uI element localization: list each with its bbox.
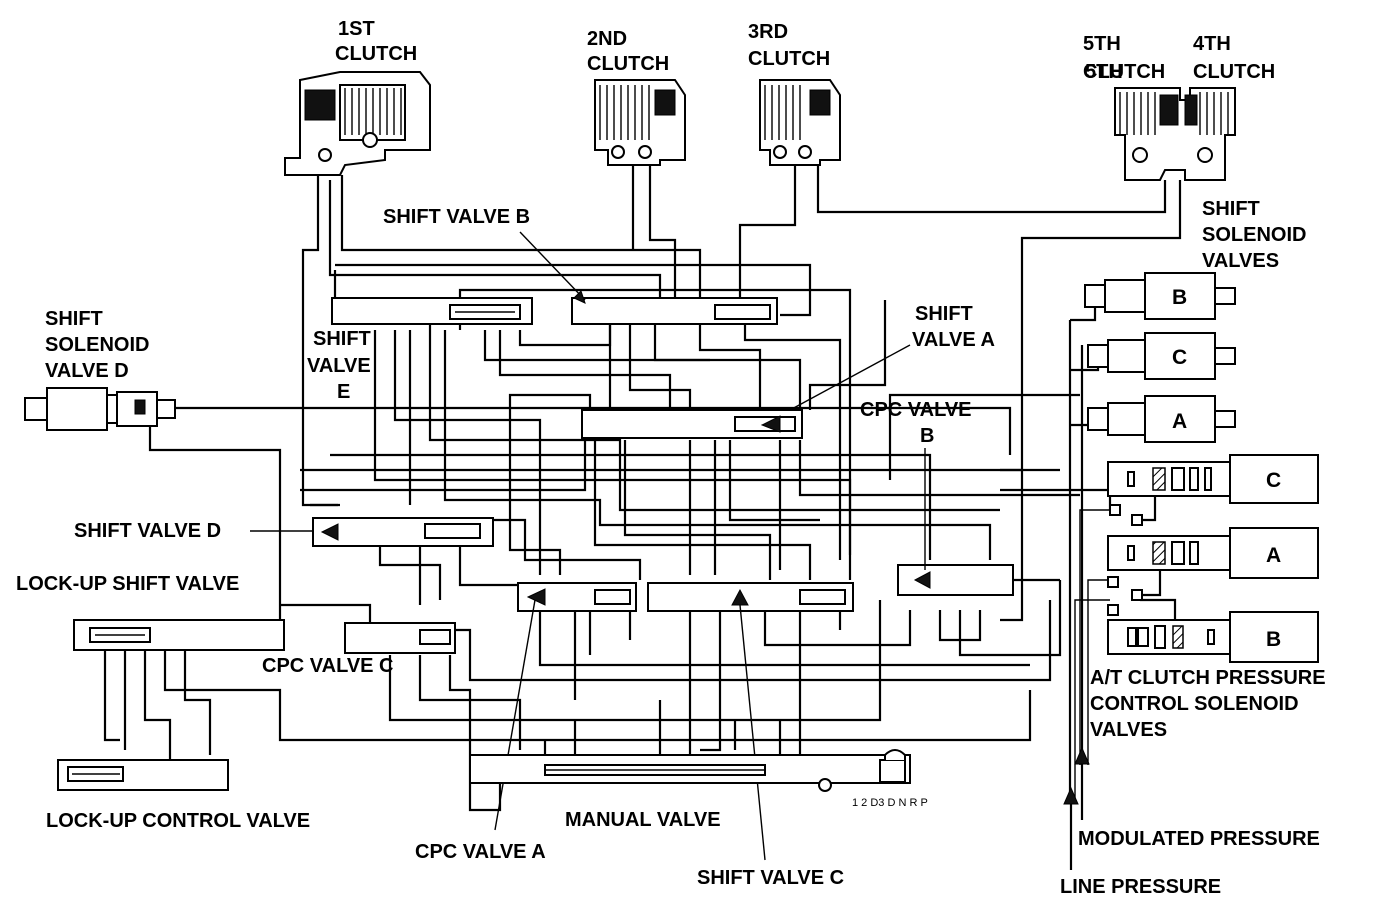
solenoid-b-letter: B: [1172, 286, 1187, 309]
cpc-valve-a: CPC VALVE A: [415, 582, 637, 863]
shift-solenoid-valves-label: SHIFT SOLENOID VALVES: [1202, 198, 1312, 272]
hydraulic-lines: [103, 165, 1182, 812]
shift-solenoid-b: B: [1084, 272, 1236, 320]
clutch-5th-4th: 5TH 4TH CLUTCH 5TH CLUTCH: [1083, 33, 1275, 181]
shift-valve-d: SHIFT VALVE D: [74, 517, 494, 547]
clutch-2nd-label: 2ND CLUTCH: [587, 28, 669, 75]
shift-valve-e: SHIFT VALVE E: [307, 297, 533, 403]
modulated-pressure-label: MODULATED PRESSURE: [1078, 828, 1320, 850]
clutch-5th-label-top: 5TH CLUTCH: [1083, 33, 1165, 83]
pressure-arrows: MODULATED PRESSURE LINE PRESSURE: [1060, 746, 1320, 898]
clutch-2nd: 2ND CLUTCH: [587, 28, 686, 166]
shift-solenoid-a: A: [1087, 395, 1236, 443]
pressure-solenoid-b-letter: B: [1266, 628, 1281, 651]
solenoid-a-letter: A: [1172, 410, 1187, 433]
at-clutch-pressure-label: A/T CLUTCH PRESSURE CONTROL SOLENOID VAL…: [1090, 667, 1331, 741]
pressure-control-solenoids: C A B A/T CLUTCH PRESSURE: [1090, 454, 1331, 741]
clutch-3rd: 3RD CLUTCH: [748, 21, 841, 166]
clutch-4th-label: 4TH CLUTCH: [1193, 33, 1275, 83]
lockup-shift-valve: LOCK-UP SHIFT VALVE: [16, 573, 285, 651]
lockup-control-valve-label: LOCK-UP CONTROL VALVE: [46, 810, 310, 832]
line-pressure-label: LINE PRESSURE: [1060, 876, 1221, 898]
shift-solenoid-valves: B C A SHIFT SOLENOID VALVES: [1084, 198, 1312, 443]
solenoid-c-letter: C: [1172, 346, 1187, 369]
shift-solenoid-d-label: SHIFT SOLENOID VALVE D: [45, 308, 155, 382]
manual-valve-positions: 1 2 D3 D N R P: [852, 797, 928, 809]
shift-valve-e-label: SHIFT VALVE E: [307, 328, 376, 403]
manual-valve-label: MANUAL VALVE: [565, 809, 721, 831]
pressure-solenoid-a-letter: A: [1266, 544, 1281, 567]
pressure-solenoid-c: C: [1107, 454, 1319, 504]
shift-valve-b: SHIFT VALVE B: [383, 206, 778, 325]
cpc-valve-c-label: CPC VALVE C: [262, 655, 394, 677]
shift-valve-c: SHIFT VALVE C: [647, 582, 854, 889]
cpc-valve-b-label: CPC VALVE B: [860, 399, 977, 447]
clutch-3rd-label: 3RD CLUTCH: [748, 21, 830, 70]
shift-solenoid-d: SHIFT SOLENOID VALVE D: [24, 308, 176, 431]
shift-valve-d-label: SHIFT VALVE D: [74, 520, 221, 542]
shift-solenoid-c: C: [1087, 332, 1236, 380]
cpc-valve-a-label: CPC VALVE A: [415, 841, 546, 863]
manual-valve: 1 2 D3 D N R P MANUAL VALVE: [469, 749, 928, 831]
pressure-solenoid-c-letter: C: [1266, 469, 1281, 492]
clutch-1st-label: 1ST CLUTCH: [335, 18, 417, 65]
pressure-solenoid-b: B: [1107, 611, 1319, 663]
clutch-5th-label: 5TH: [1085, 61, 1123, 83]
cpc-valve-b: CPC VALVE B: [860, 399, 1014, 596]
shift-valve-a: SHIFT VALVE A: [581, 303, 995, 439]
lockup-shift-valve-label: LOCK-UP SHIFT VALVE: [16, 573, 239, 595]
shift-valve-b-label: SHIFT VALVE B: [383, 206, 530, 228]
lockup-control-valve: LOCK-UP CONTROL VALVE: [46, 759, 310, 832]
pressure-solenoid-a: A: [1107, 527, 1319, 579]
shift-valve-a-label: SHIFT VALVE A: [912, 303, 995, 351]
shift-valve-c-label: SHIFT VALVE C: [697, 867, 844, 889]
cpc-valve-c: CPC VALVE C: [262, 622, 456, 677]
clutch-1st: 1ST CLUTCH: [284, 18, 431, 176]
